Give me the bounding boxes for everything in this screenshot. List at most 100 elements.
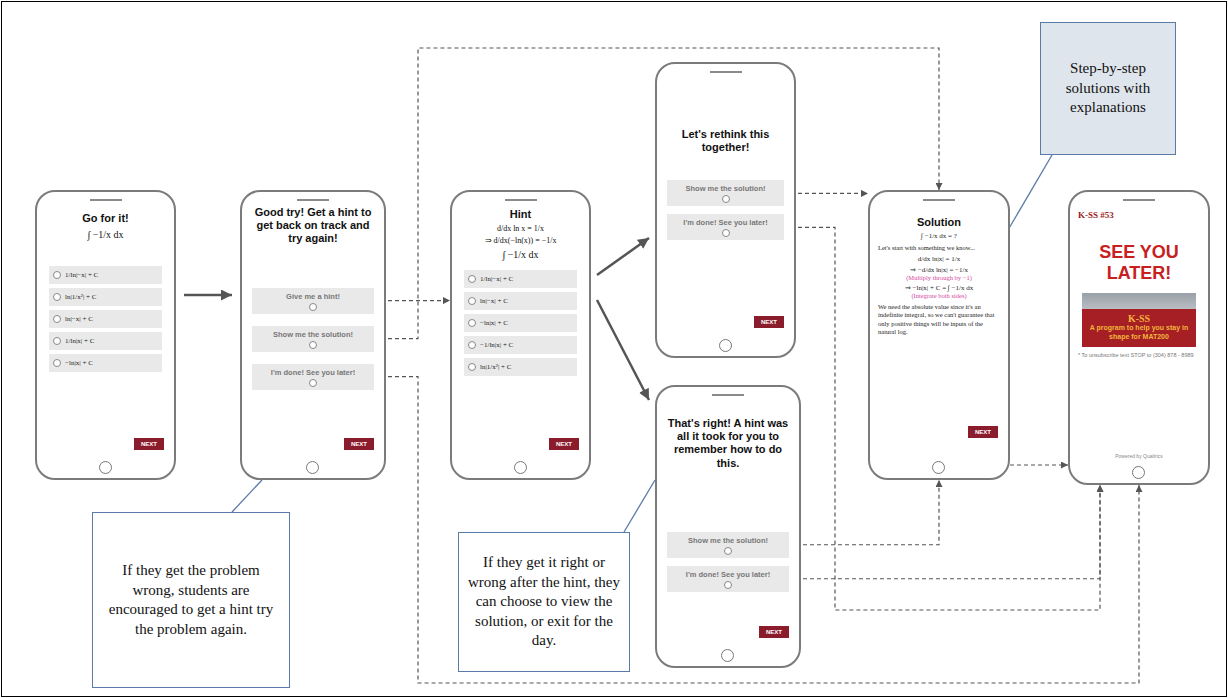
screen-text: Let's rethink this together!	[665, 128, 786, 154]
callout-box: If they get the problem wrong, students …	[92, 512, 290, 688]
home-button	[721, 649, 734, 662]
next-label: NEXT	[975, 429, 991, 435]
screen-text: ⇒ −ln|x| + C = ∫ −1/x dx	[878, 284, 1000, 292]
next-label: NEXT	[556, 441, 572, 447]
leader-line	[232, 480, 262, 512]
answer-option: 1/ln|x| + C	[49, 332, 162, 350]
screen-text: ∫ −1/x dx = ?	[878, 232, 1000, 240]
home-button	[932, 461, 945, 474]
callout-box: If they get it right or wrong after the …	[458, 532, 630, 672]
radio-circle	[722, 195, 730, 203]
banner-text: A program to help you stay in shape for …	[1086, 324, 1192, 341]
screen-text: K-SS #53	[1078, 210, 1200, 220]
button-label: I'm done! See you later!	[670, 218, 781, 227]
button-label: I'm done! See you later!	[670, 570, 786, 579]
callout-text: Step-by-step solutions with explanations	[1049, 59, 1167, 118]
radio-circle	[468, 297, 476, 305]
radio-circle	[309, 341, 317, 349]
choice-button: I'm done! See you later!	[667, 214, 784, 240]
radio-circle	[722, 229, 730, 237]
dashed-flow-arrow	[784, 193, 868, 194]
radio-circle	[724, 581, 732, 589]
answer-choice-text: −ln|x| + C	[480, 319, 573, 327]
leader-line	[1008, 155, 1052, 230]
radio-circle	[53, 271, 61, 279]
button-label: I'm done! See you later!	[255, 368, 371, 377]
screen-text: Hint	[460, 208, 581, 221]
screen-text: (Integrate both sides)	[878, 292, 1000, 299]
radio-circle	[53, 293, 61, 301]
phone-screen: K-SS #53SEE YOU LATER!* To unsubscribe t…	[1068, 190, 1210, 485]
screen-text: Powered by Qualtrics	[1078, 453, 1200, 459]
leader-line	[624, 480, 655, 532]
choice-button: I'm done! See you later!	[252, 364, 374, 390]
choice-button: Show me the solution!	[667, 180, 784, 206]
phone-screen: Solution∫ −1/x dx = ?Let's start with so…	[868, 190, 1010, 480]
answer-choice-text: −1/ln|x| + C	[480, 341, 573, 349]
screen-text: (Multiply through by −1)	[878, 274, 1000, 281]
screen-text: Solution	[878, 216, 1000, 229]
answer-choice-text: ln|1/x²| + C	[65, 293, 158, 301]
screen-text: That's right! A hint was all it took for…	[665, 417, 791, 470]
banner-text: K-SS	[1086, 313, 1192, 324]
home-button	[514, 461, 527, 474]
next-button: NEXT	[968, 426, 998, 438]
screen-text: ∫ −1/x dx	[45, 229, 166, 240]
home-button	[306, 461, 319, 474]
answer-option: 1/ln|−x| + C	[49, 266, 162, 284]
answer-option: ln|−x| + C	[464, 292, 577, 310]
callout-text: If they get the problem wrong, students …	[101, 561, 281, 639]
next-button: NEXT	[549, 438, 579, 450]
answer-option: 1/ln|−x| + C	[464, 270, 577, 288]
answer-choice-text: 1/ln|−x| + C	[65, 271, 158, 279]
answer-option: −ln|x| + C	[49, 354, 162, 372]
answer-choice-text: ln|−x| + C	[480, 297, 573, 305]
program-banner: K-SSA program to help you stay in shape …	[1082, 293, 1196, 347]
speaker-slot	[923, 199, 955, 201]
phone-screen: Good try! Get a hint to get back on trac…	[240, 190, 386, 480]
answer-choice-text: 1/ln|−x| + C	[480, 275, 573, 283]
speaker-slot	[297, 199, 329, 201]
dashed-flow-arrow	[789, 485, 1100, 579]
callout-text: If they get it right or wrong after the …	[467, 553, 621, 651]
phone-screen: Go for it!∫ −1/x dx1/ln|−x| + Cln|1/x²| …	[35, 190, 176, 480]
radio-circle	[309, 379, 317, 387]
radio-circle	[468, 363, 476, 371]
flow-arrow	[597, 300, 649, 400]
home-button	[719, 339, 732, 352]
phone-screen: That's right! A hint was all it took for…	[655, 385, 801, 668]
home-button	[99, 461, 112, 474]
dashed-flow-arrow	[789, 480, 939, 545]
next-button: NEXT	[134, 438, 164, 450]
answer-option: −ln|x| + C	[464, 314, 577, 332]
dashed-flow-arrow	[1010, 464, 1068, 465]
screen-text: Good try! Get a hint to get back on trac…	[250, 206, 376, 246]
screen-text: ⇒ d/dx(−ln(x)) = −1/x	[460, 236, 581, 245]
next-button: NEXT	[759, 626, 789, 638]
speaker-slot	[1123, 199, 1155, 201]
radio-circle	[724, 547, 732, 555]
radio-circle	[468, 275, 476, 283]
answer-option: ln|1/x²| + C	[464, 358, 577, 376]
screen-text: ∫ −1/x dx	[460, 249, 581, 260]
flow-arrow	[184, 294, 232, 297]
speaker-slot	[710, 71, 742, 73]
next-label: NEXT	[761, 319, 777, 325]
radio-circle	[309, 303, 317, 311]
answer-choice-text: −ln|x| + C	[65, 359, 158, 367]
phone-screen: Hintd/dx ln x = 1/x⇒ d/dx(−ln(x)) = −1/x…	[450, 190, 591, 480]
button-label: Give me a hint!	[255, 292, 371, 301]
radio-circle	[53, 337, 61, 345]
answer-option: ln|−x| + C	[49, 310, 162, 328]
screen-text: We need the absolute value since it's an…	[878, 303, 1000, 336]
button-label: Show me the solution!	[670, 184, 781, 193]
radio-circle	[53, 359, 61, 367]
phone-screen: Let's rethink this together! Show me the …	[655, 62, 796, 358]
screen-text: SEE YOU LATER!	[1078, 242, 1200, 283]
choice-button: Show me the solution!	[252, 326, 374, 352]
answer-option: ln|1/x²| + C	[49, 288, 162, 306]
answer-choice-text: ln|−x| + C	[65, 315, 158, 323]
choice-button: I'm done! See you later!	[667, 566, 789, 592]
